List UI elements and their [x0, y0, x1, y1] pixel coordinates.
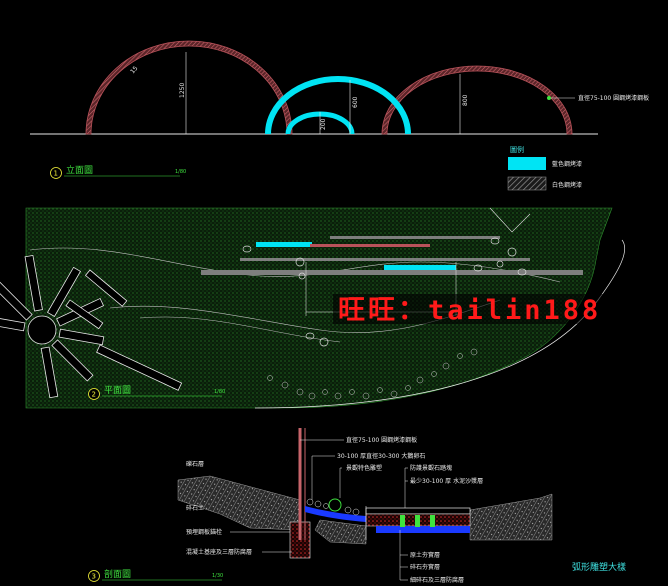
plan-bar-cyan-2 — [384, 265, 456, 270]
plan-number: 2 — [92, 391, 96, 399]
section-leaders-right — [399, 530, 408, 581]
plan-scale: 1/80 — [214, 389, 225, 395]
leader-dot — [547, 96, 551, 100]
hatch-swatch-icon — [507, 176, 547, 191]
plan-title: 平面圖 — [104, 385, 131, 396]
blue-layer — [305, 506, 366, 522]
dim-text-4: 800 — [462, 94, 469, 106]
elevation-title: 立面圖 — [66, 164, 93, 176]
paving-strips — [65, 269, 183, 391]
cyan-swatch-icon — [508, 157, 546, 170]
note-left-1: 礫石層 — [186, 460, 204, 468]
legend: 圖例 藍色鋼烤漆 白色鋼烤漆 — [507, 145, 582, 191]
plan-bar-gray-long — [201, 270, 583, 275]
elevation-scale: 1/80 — [175, 169, 186, 175]
elevation-number: 1 — [54, 170, 58, 178]
soil-mid — [314, 519, 367, 545]
section-leaders-top — [300, 439, 408, 508]
legend-item-2: 白色鋼烤漆 — [552, 181, 582, 189]
note-top-1: 直徑75-100 圓鋼烤漆鋼板 — [346, 436, 417, 444]
dim-text-2: 600 — [352, 96, 359, 108]
note-right-3: 原土夯實層 — [410, 551, 440, 559]
note-left-4: 混凝土基座及三層防腐層 — [186, 548, 252, 556]
note-right-2: 最少30-100 厚 水泥沙漿層 — [410, 477, 483, 485]
plan-number-circle — [88, 388, 100, 400]
green-marker — [400, 515, 405, 527]
section-number-circle — [88, 570, 100, 582]
plan-bar-red — [310, 244, 430, 247]
boundary-notch — [489, 207, 531, 233]
dim-text-3: 200 — [320, 118, 327, 130]
watermark-box: 旺旺：tailin188 — [333, 294, 613, 326]
watermark-text: 旺旺：tailin188 — [338, 295, 601, 326]
legend-item-1: 藍色鋼烤漆 — [552, 160, 582, 168]
note-right-4: 碎石夯實層 — [410, 563, 440, 571]
dim-text-1: 1250 — [179, 83, 186, 98]
boundary-curve — [254, 239, 626, 409]
boulders — [242, 237, 527, 347]
legend-title: 圖例 — [510, 145, 524, 154]
arch-note: 直徑75-100 圓鋼烤漆鋼板 — [578, 94, 649, 102]
section-leaders-left — [230, 531, 292, 553]
green-marker — [415, 515, 420, 527]
arch-right — [381, 65, 573, 135]
elevation-number-circle — [50, 167, 62, 179]
radial-plaza — [0, 254, 105, 399]
note-top-3: 景觀特色雕塑 — [346, 464, 382, 472]
section-number: 3 — [92, 573, 96, 581]
note-left-3: 預埋鋼板錨栓 — [186, 528, 222, 536]
blue-sub-layer — [376, 526, 470, 533]
drawing-title: 弧形雕塑大樣 — [572, 561, 626, 573]
paving-slab — [365, 507, 471, 515]
note-top-2: 30-100 厚直徑30-300 大鵝卵石 — [337, 452, 425, 460]
pebbles — [306, 498, 360, 516]
plan-bar-gray-2 — [240, 258, 530, 261]
plan-bar-gray-3 — [330, 236, 500, 239]
path-curve-3 — [139, 316, 341, 343]
soil-right — [469, 493, 553, 541]
pebble-border — [267, 348, 478, 400]
green-marker — [430, 515, 435, 527]
soil-left — [177, 475, 301, 531]
note-right-5: 細碎石及三層防腐層 — [410, 576, 464, 584]
arch-left — [85, 40, 293, 135]
plan-bar-cyan-1 — [256, 242, 312, 247]
section-view: 直徑75-100 圓鋼烤漆鋼板 30-100 厚直徑30-300 大鵝卵石 景觀… — [88, 428, 626, 584]
sculpture-shrub — [328, 498, 342, 512]
note-right-1: 防護景觀石踏塊 — [410, 464, 452, 472]
arch-tag: 15 — [129, 65, 139, 75]
section-title: 剖面圖 — [104, 568, 131, 580]
arch-cyan-large — [265, 76, 411, 135]
elevation-view: 1250 600 200 800 15 直徑75-100 圓鋼烤漆鋼板 1 立面… — [30, 40, 649, 179]
note-left-2: 碎石土 — [186, 504, 204, 512]
section-scale: 1/30 — [212, 573, 223, 579]
